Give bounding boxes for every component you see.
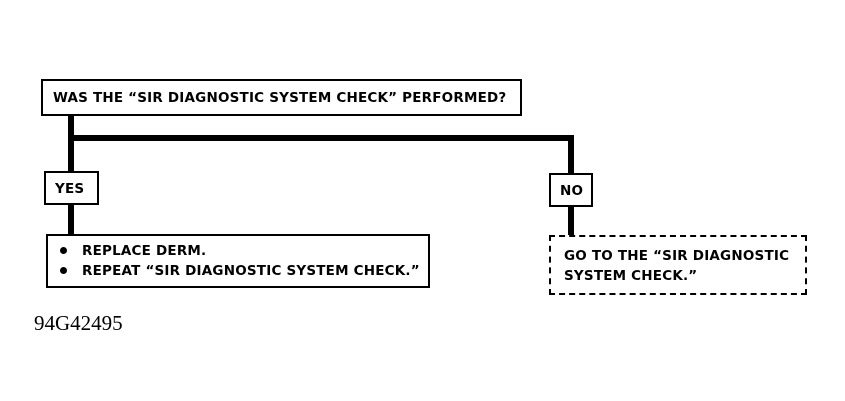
figure-id: 94G42495 (34, 311, 123, 335)
yes-action-box: REPLACE DERM. REPEAT “SIR DIAGNOSTIC SYS… (46, 234, 430, 288)
no-action-line-2: SYSTEM CHECK.” (564, 268, 698, 284)
yes-box: YES (44, 171, 99, 205)
yes-action-text: REPEAT “SIR DIAGNOSTIC SYSTEM CHECK.” (82, 263, 420, 279)
no-action-box: GO TO THE “SIR DIAGNOSTIC SYSTEM CHECK.” (549, 235, 807, 295)
yes-action-item: REPEAT “SIR DIAGNOSTIC SYSTEM CHECK.” (58, 261, 428, 281)
yes-action-list: REPLACE DERM. REPEAT “SIR DIAGNOSTIC SYS… (58, 241, 428, 281)
question-text: WAS THE “SIR DIAGNOSTIC SYSTEM CHECK” PE… (53, 90, 507, 106)
yes-action-item: REPLACE DERM. (58, 241, 428, 261)
bullet-icon (60, 247, 67, 254)
yes-action-text: REPLACE DERM. (82, 243, 207, 259)
no-box: NO (549, 173, 593, 207)
bullet-icon (60, 267, 67, 274)
no-action-line-1: GO TO THE “SIR DIAGNOSTIC (564, 248, 790, 264)
yes-label: YES (55, 181, 85, 197)
question-box: WAS THE “SIR DIAGNOSTIC SYSTEM CHECK” PE… (41, 79, 522, 116)
no-label: NO (560, 183, 584, 199)
